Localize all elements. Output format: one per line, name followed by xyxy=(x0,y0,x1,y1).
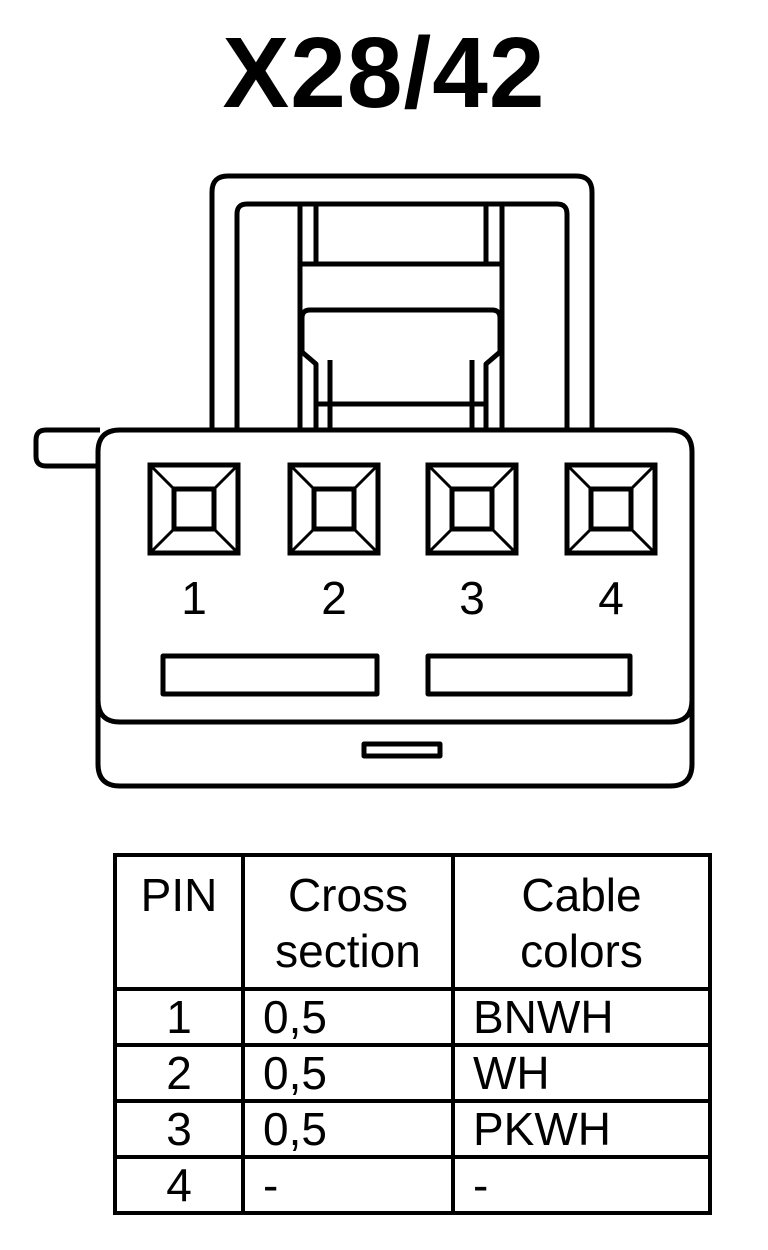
table-row: 1 0,5 BNWH xyxy=(113,987,712,1047)
table-header-row: PIN Cross section Cable colors xyxy=(113,853,712,991)
pin-terminal-2 xyxy=(287,462,381,556)
cell-cross-section: 0,5 xyxy=(241,1043,455,1103)
pin-table: PIN Cross section Cable colors 1 0,5 BNW… xyxy=(113,853,712,1215)
slot-left xyxy=(160,653,380,697)
cell-cable-color: - xyxy=(451,1155,712,1215)
table-row: 4 - - xyxy=(113,1155,712,1215)
cell-cross-section: 0,5 xyxy=(241,987,455,1047)
cell-cross-section: - xyxy=(241,1155,455,1215)
header-cable-colors: Cable colors xyxy=(451,853,712,991)
cell-pin: 1 xyxy=(113,987,245,1047)
cell-pin: 3 xyxy=(113,1099,245,1159)
body-shoulder xyxy=(95,699,695,725)
pin-terminal-3 xyxy=(425,462,519,556)
cell-pin: 2 xyxy=(113,1043,245,1103)
pin-label-3: 3 xyxy=(459,572,485,624)
table-row: 2 0,5 WH xyxy=(113,1043,712,1103)
pin-terminal-4 xyxy=(564,462,658,556)
connector-title: X28/42 xyxy=(222,17,546,129)
cell-cable-color: WH xyxy=(451,1043,712,1103)
pin-label-4: 4 xyxy=(598,572,624,624)
connector-diagram: 1 2 3 4 xyxy=(33,173,695,789)
latch-tab xyxy=(299,307,503,432)
header-cross-section: Cross section xyxy=(241,853,455,991)
table-row: 3 0,5 PKWH xyxy=(113,1099,712,1159)
cell-pin: 4 xyxy=(113,1155,245,1215)
pin-label-2: 2 xyxy=(321,572,347,624)
cell-cable-color: PKWH xyxy=(451,1099,712,1159)
connector-body xyxy=(95,427,695,789)
cell-cross-section: 0,5 xyxy=(241,1099,455,1159)
bottom-key xyxy=(361,741,443,759)
cell-cable-color: BNWH xyxy=(451,987,712,1047)
latch-frame-outer xyxy=(209,173,595,432)
pin-terminal-1 xyxy=(147,462,241,556)
latch-frame-inner xyxy=(234,201,570,432)
side-peg xyxy=(33,427,100,469)
pin-label-1: 1 xyxy=(181,572,207,624)
header-pin: PIN xyxy=(113,853,245,991)
slot-right xyxy=(425,653,633,697)
